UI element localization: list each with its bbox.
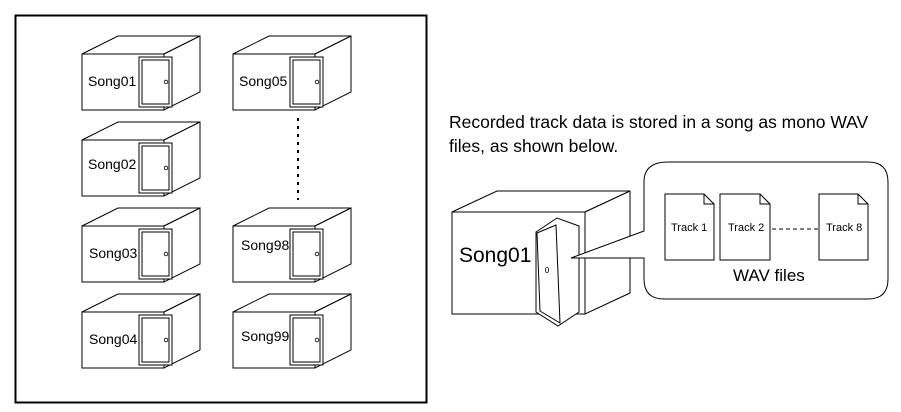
song-label: Song04 — [89, 331, 137, 347]
track-label: Track 2 — [728, 222, 764, 234]
song-box-song02: Song02 — [81, 121, 201, 197]
song-box-song99: Song99 — [232, 293, 352, 369]
open-door — [536, 224, 561, 324]
wav-files-label: WAV files — [733, 266, 805, 285]
song-box-song05: Song05 — [232, 35, 352, 111]
track-label: Track 1 — [671, 222, 707, 234]
song-label: Song02 — [88, 156, 136, 172]
song-label: Song01 — [88, 73, 136, 89]
track-label: Track 8 — [826, 222, 862, 234]
track-file-1: Track 1 — [664, 193, 715, 261]
song-label: Song98 — [241, 237, 289, 253]
song-box-song98: Song98 — [232, 207, 352, 283]
description-text: Recorded track data is stored in a song … — [449, 112, 869, 156]
song01-detail-label: Song01 — [459, 244, 531, 267]
track-file-2: Track 2 — [719, 193, 771, 261]
door-knob — [545, 266, 550, 273]
song-label: Song99 — [241, 328, 289, 344]
song-box-song04: Song04 — [81, 293, 201, 369]
song-box-song03: Song03 — [81, 207, 201, 283]
song-box-song01: Song01 — [81, 35, 201, 111]
song-label: Song05 — [239, 73, 287, 89]
track-file-8: Track 8 — [818, 193, 869, 261]
songs-frame — [14, 14, 428, 404]
song-label: Song03 — [89, 245, 137, 261]
